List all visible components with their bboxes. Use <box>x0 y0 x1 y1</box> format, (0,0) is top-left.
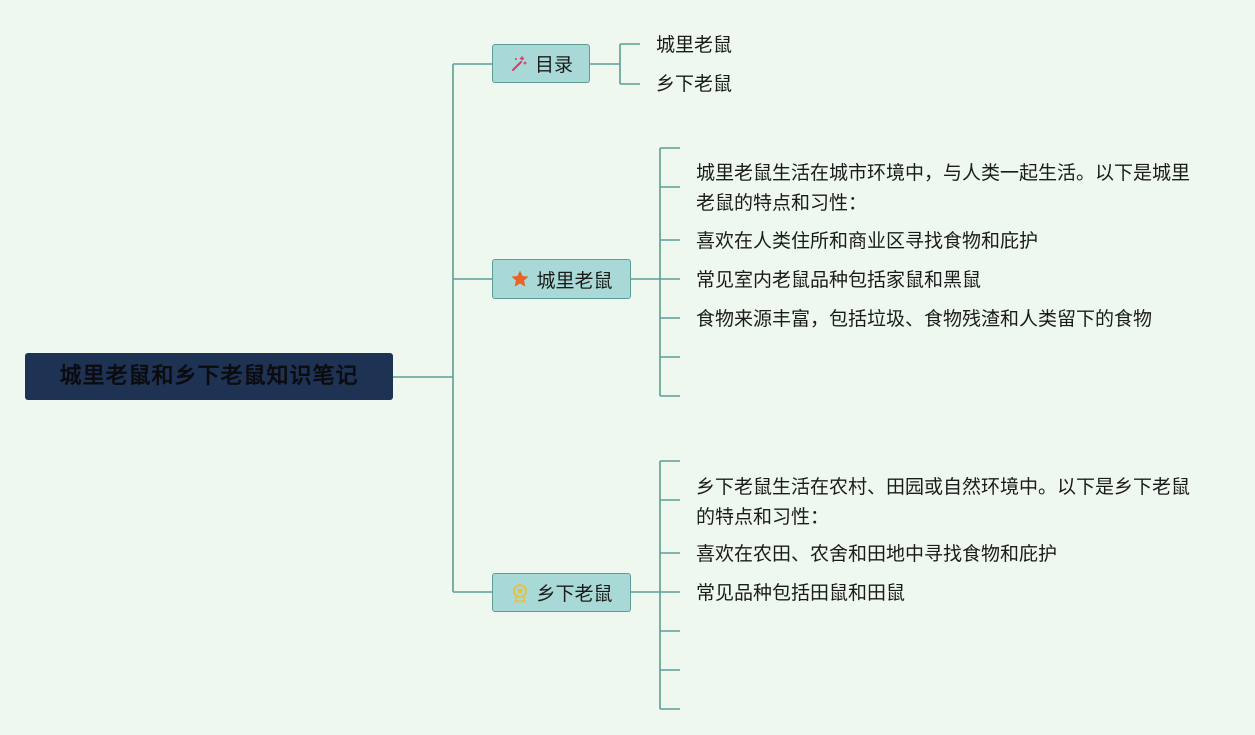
branch-city-label: 城里老鼠 <box>536 269 613 292</box>
city-item-species[interactable]: 常见室内老鼠品种包括家鼠和黑鼠 <box>696 269 982 291</box>
branch-toc[interactable]: 目录 <box>492 44 590 83</box>
branch-country-label: 乡下老鼠 <box>536 583 613 605</box>
city-item-habitat[interactable]: 喜欢在人类住所和商业区寻找食物和庇护 <box>696 230 1039 252</box>
star-icon <box>510 269 530 289</box>
city-item-intro[interactable]: 城里老鼠生活在城市环境中，与人类一起生活。以下是城里老鼠的特点和习性： <box>696 162 1191 214</box>
country-item-species[interactable]: 常见品种包括田鼠和田鼠 <box>696 582 906 604</box>
toc-item-country[interactable]: 乡下老鼠 <box>656 73 733 95</box>
country-item-intro[interactable]: 乡下老鼠生活在农村、田园或自然环境中。以下是乡下老鼠的特点和习性： <box>696 476 1191 528</box>
branch-country[interactable]: 乡下老鼠 <box>492 573 631 612</box>
root-topic[interactable]: 城里老鼠和乡下老鼠知识笔记 <box>25 353 393 400</box>
medal-icon <box>510 583 530 603</box>
root-topic-label: 城里老鼠和乡下老鼠知识笔记 <box>59 364 359 389</box>
magic-wand-icon <box>509 54 529 74</box>
city-item-food[interactable]: 食物来源丰富，包括垃圾、食物残渣和人类留下的食物 <box>696 308 1153 330</box>
toc-item-city[interactable]: 城里老鼠 <box>656 34 733 56</box>
branch-city[interactable]: 城里老鼠 <box>492 259 631 299</box>
branch-toc-label: 目录 <box>534 54 573 76</box>
country-item-habitat[interactable]: 喜欢在农田、农舍和田地中寻找食物和庇护 <box>696 543 1058 565</box>
